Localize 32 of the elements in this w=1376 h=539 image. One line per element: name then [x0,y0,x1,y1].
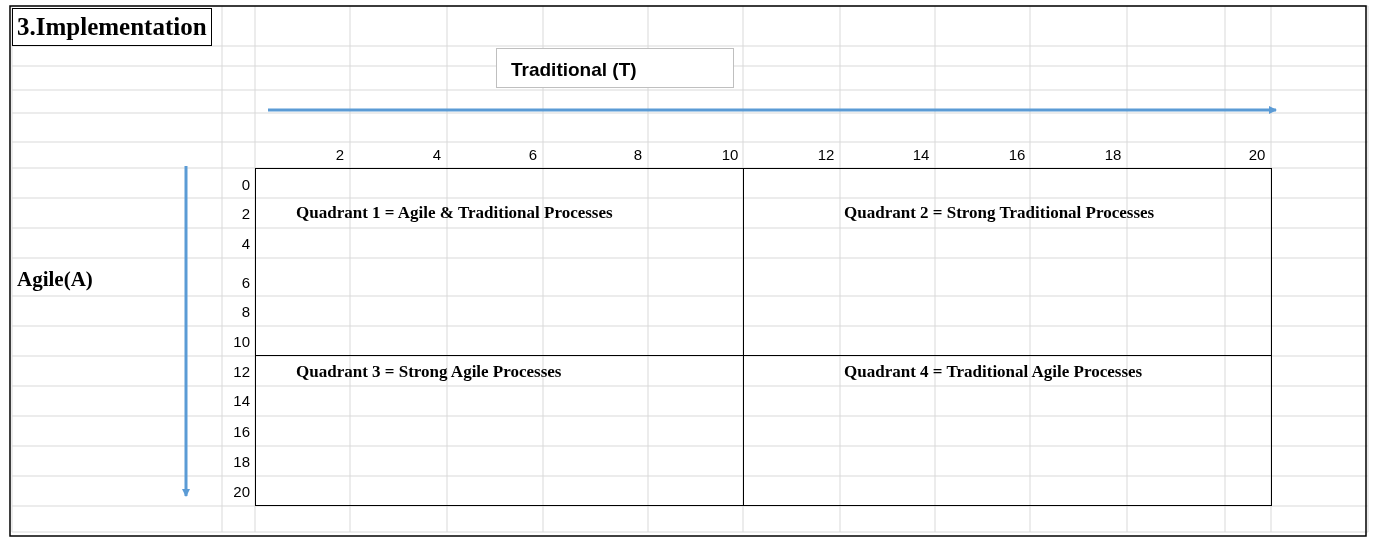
axis-title: Agile(A) [17,267,93,292]
tick-label: 6 [240,274,250,292]
tick-label: 4 [431,146,443,164]
tick-label: 18 [1103,146,1123,164]
tick-label: 4 [240,235,250,253]
tick-label: 10 [232,333,250,351]
quadrant-box [255,355,744,506]
tick-label: 20 [232,483,250,501]
quadrant-label: Quadrant 4 = Traditional Agile Processes [844,362,1143,382]
tick-label: 14 [232,392,250,410]
quadrant-box [255,168,744,356]
quadrant-label: Quadrant 1 = Agile & Traditional Processes [296,203,613,223]
quadrant-label: Quadrant 3 = Strong Agile Processes [296,362,562,382]
tick-label: 12 [232,363,250,381]
axis-title-box: Traditional (T) [496,48,734,88]
quadrant-box [743,168,1272,356]
tick-label: 18 [232,453,250,471]
quadrant-box [743,355,1272,506]
tick-label: 16 [232,423,250,441]
tick-label: 8 [632,146,644,164]
tick-label: 2 [334,146,346,164]
tick-label: 2 [240,205,250,223]
quadrant-label: Quadrant 2 = Strong Traditional Processes [844,203,1155,223]
tick-label: 6 [527,146,539,164]
tick-label: 0 [240,176,250,194]
tick-label: 14 [911,146,931,164]
tick-label: 16 [1007,146,1027,164]
title-text: 3.Implementation [12,8,212,46]
tick-label: 20 [1247,146,1267,164]
tick-label: 10 [720,146,740,164]
tick-label: 8 [240,303,250,321]
tick-label: 12 [816,146,836,164]
